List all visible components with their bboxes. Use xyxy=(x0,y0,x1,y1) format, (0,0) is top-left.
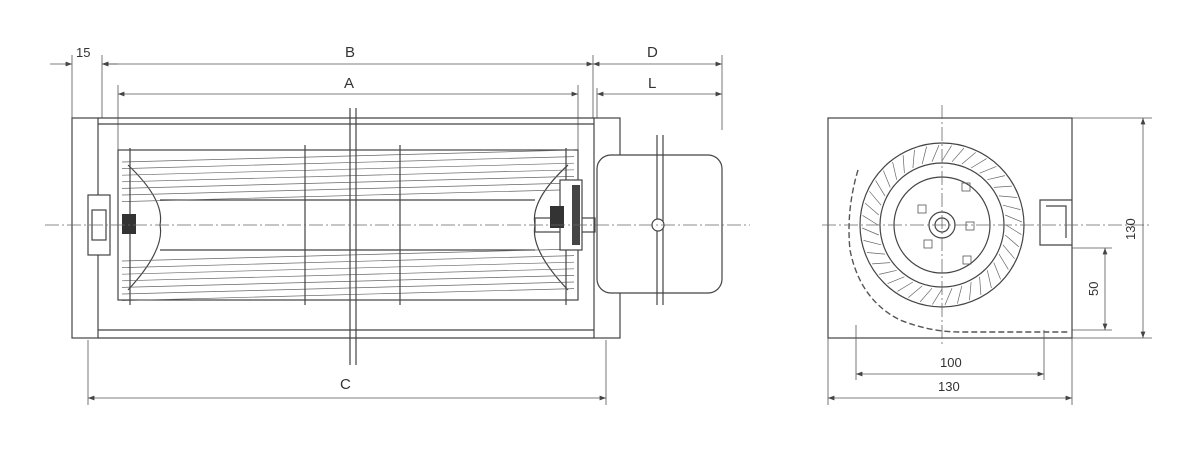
end-blade xyxy=(864,202,880,216)
impeller-end-blades xyxy=(861,144,1023,306)
end-blade xyxy=(892,162,898,180)
end-blade xyxy=(998,253,1009,270)
dimension-a: A xyxy=(118,75,578,97)
end-blade xyxy=(872,262,891,265)
end-blade xyxy=(912,149,915,169)
end-blade xyxy=(951,147,965,163)
motor xyxy=(596,135,723,305)
dimension-height-label: 130 xyxy=(1123,218,1138,240)
end-blade xyxy=(1005,224,1022,235)
blade-line xyxy=(121,169,575,183)
dimension-15-label: 15 xyxy=(76,45,90,60)
blade-line xyxy=(121,275,575,288)
end-blade xyxy=(961,152,976,165)
dimension-width-label: 130 xyxy=(938,379,960,394)
end-blade xyxy=(887,276,905,284)
impeller-blades xyxy=(121,149,575,301)
blade-line xyxy=(121,268,575,282)
dimension-c-label: C xyxy=(340,376,351,393)
blade-line xyxy=(121,248,575,262)
blade-line xyxy=(121,162,575,176)
end-blade xyxy=(998,195,1018,198)
dimension-l-label: L xyxy=(648,75,656,92)
end-blade xyxy=(866,252,886,255)
blade-line xyxy=(121,255,575,268)
end-blade xyxy=(957,285,963,304)
end-blade xyxy=(987,175,1005,181)
side-view: 15 B D A L C xyxy=(45,44,750,405)
end-blade xyxy=(1002,244,1015,259)
end-blade xyxy=(931,144,940,162)
blade-line xyxy=(121,156,575,169)
dimension-height-130: 130 xyxy=(1123,118,1146,338)
end-blade xyxy=(986,270,992,288)
end-blade xyxy=(883,170,891,188)
blade-line xyxy=(121,261,575,275)
blade-line xyxy=(121,281,575,295)
dimension-15: 15 xyxy=(50,45,118,67)
dimension-c: C xyxy=(88,376,606,401)
end-blade xyxy=(944,288,953,306)
end-blade xyxy=(921,146,927,165)
dimension-d-label: D xyxy=(647,44,658,61)
dimension-b-label: B xyxy=(345,44,355,61)
dimension-a-label: A xyxy=(344,75,354,92)
dimension-outlet-width-label: 100 xyxy=(940,355,962,370)
end-blade xyxy=(863,240,882,246)
end-blade xyxy=(932,288,943,305)
dimension-b: B xyxy=(102,44,593,67)
end-blade xyxy=(862,215,879,226)
end-blade xyxy=(861,227,879,236)
end-blade xyxy=(1002,204,1021,210)
end-view: 130 50 100 130 xyxy=(822,105,1152,405)
outlet-bracket xyxy=(1039,199,1072,246)
end-view-housing xyxy=(827,117,1073,339)
end-blade xyxy=(908,285,923,298)
volute-outline xyxy=(848,169,1070,333)
end-blade xyxy=(979,276,982,295)
end-blade xyxy=(993,262,1001,280)
end-blade xyxy=(897,281,914,292)
center-support xyxy=(349,108,357,365)
end-blade xyxy=(993,185,1012,188)
end-blade xyxy=(969,281,972,301)
dimension-outlet-height-label: 50 xyxy=(1086,282,1101,296)
end-blade xyxy=(869,191,882,206)
end-blade xyxy=(879,269,897,275)
dimension-outlet-100: 100 xyxy=(856,355,1044,377)
end-blade xyxy=(875,180,886,197)
end-blade xyxy=(970,158,987,169)
end-blade xyxy=(979,166,997,174)
blade-line xyxy=(121,176,575,189)
blade-line xyxy=(121,149,575,163)
end-blade xyxy=(1004,234,1020,248)
end-blade xyxy=(902,155,905,174)
blade-line xyxy=(121,288,575,301)
blade-line xyxy=(121,182,575,196)
end-blade xyxy=(941,145,952,162)
dimension-outlet-50: 50 xyxy=(1086,248,1108,330)
dimension-width-130: 130 xyxy=(828,379,1072,401)
end-blade xyxy=(1005,214,1023,223)
end-blade xyxy=(919,287,933,303)
blade-line xyxy=(121,189,575,202)
dimension-d: D xyxy=(593,44,722,67)
dimension-l: L xyxy=(597,75,722,97)
